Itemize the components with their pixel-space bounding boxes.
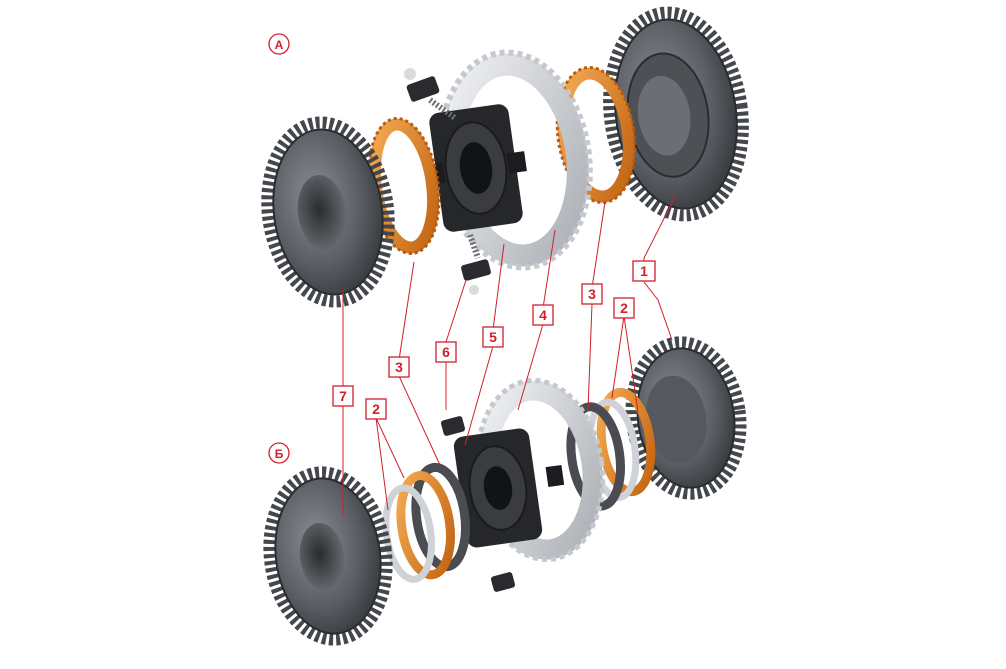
callout-1: 1 bbox=[632, 260, 656, 282]
variant-label-a: А bbox=[268, 33, 290, 55]
svg-text:1: 1 bbox=[640, 263, 648, 279]
variant-label-b: Б bbox=[268, 442, 290, 464]
gear-right-top bbox=[603, 6, 749, 222]
callout-3-right: 3 bbox=[581, 283, 603, 305]
rings-left-bottom bbox=[382, 462, 470, 583]
detent-top bbox=[404, 68, 491, 295]
gear-left-bottom bbox=[263, 466, 393, 646]
hub-top bbox=[425, 104, 527, 232]
svg-text:Б: Б bbox=[275, 447, 284, 461]
callout-5: 5 bbox=[482, 326, 504, 348]
svg-text:3: 3 bbox=[588, 286, 596, 302]
callout-7: 7 bbox=[332, 385, 354, 407]
assembly-a bbox=[261, 6, 749, 308]
callout-2-right: 2 bbox=[613, 297, 635, 319]
svg-text:2: 2 bbox=[372, 401, 380, 417]
svg-text:4: 4 bbox=[539, 307, 547, 323]
svg-text:2: 2 bbox=[620, 300, 628, 316]
svg-text:3: 3 bbox=[395, 359, 403, 375]
detent-bottom bbox=[440, 416, 516, 592]
assembly-b bbox=[263, 336, 747, 646]
leader-lines bbox=[342, 194, 677, 515]
callout-labels: 1 2 3 4 5 6 3 7 bbox=[332, 260, 656, 420]
svg-text:7: 7 bbox=[339, 388, 347, 404]
callout-3-left: 3 bbox=[388, 356, 410, 378]
hub-bottom bbox=[453, 428, 565, 548]
svg-text:А: А bbox=[275, 38, 284, 52]
svg-text:6: 6 bbox=[442, 344, 450, 360]
svg-text:5: 5 bbox=[489, 329, 497, 345]
callout-4: 4 bbox=[532, 304, 554, 326]
callout-2-left: 2 bbox=[365, 398, 387, 420]
callout-6: 6 bbox=[435, 341, 457, 363]
